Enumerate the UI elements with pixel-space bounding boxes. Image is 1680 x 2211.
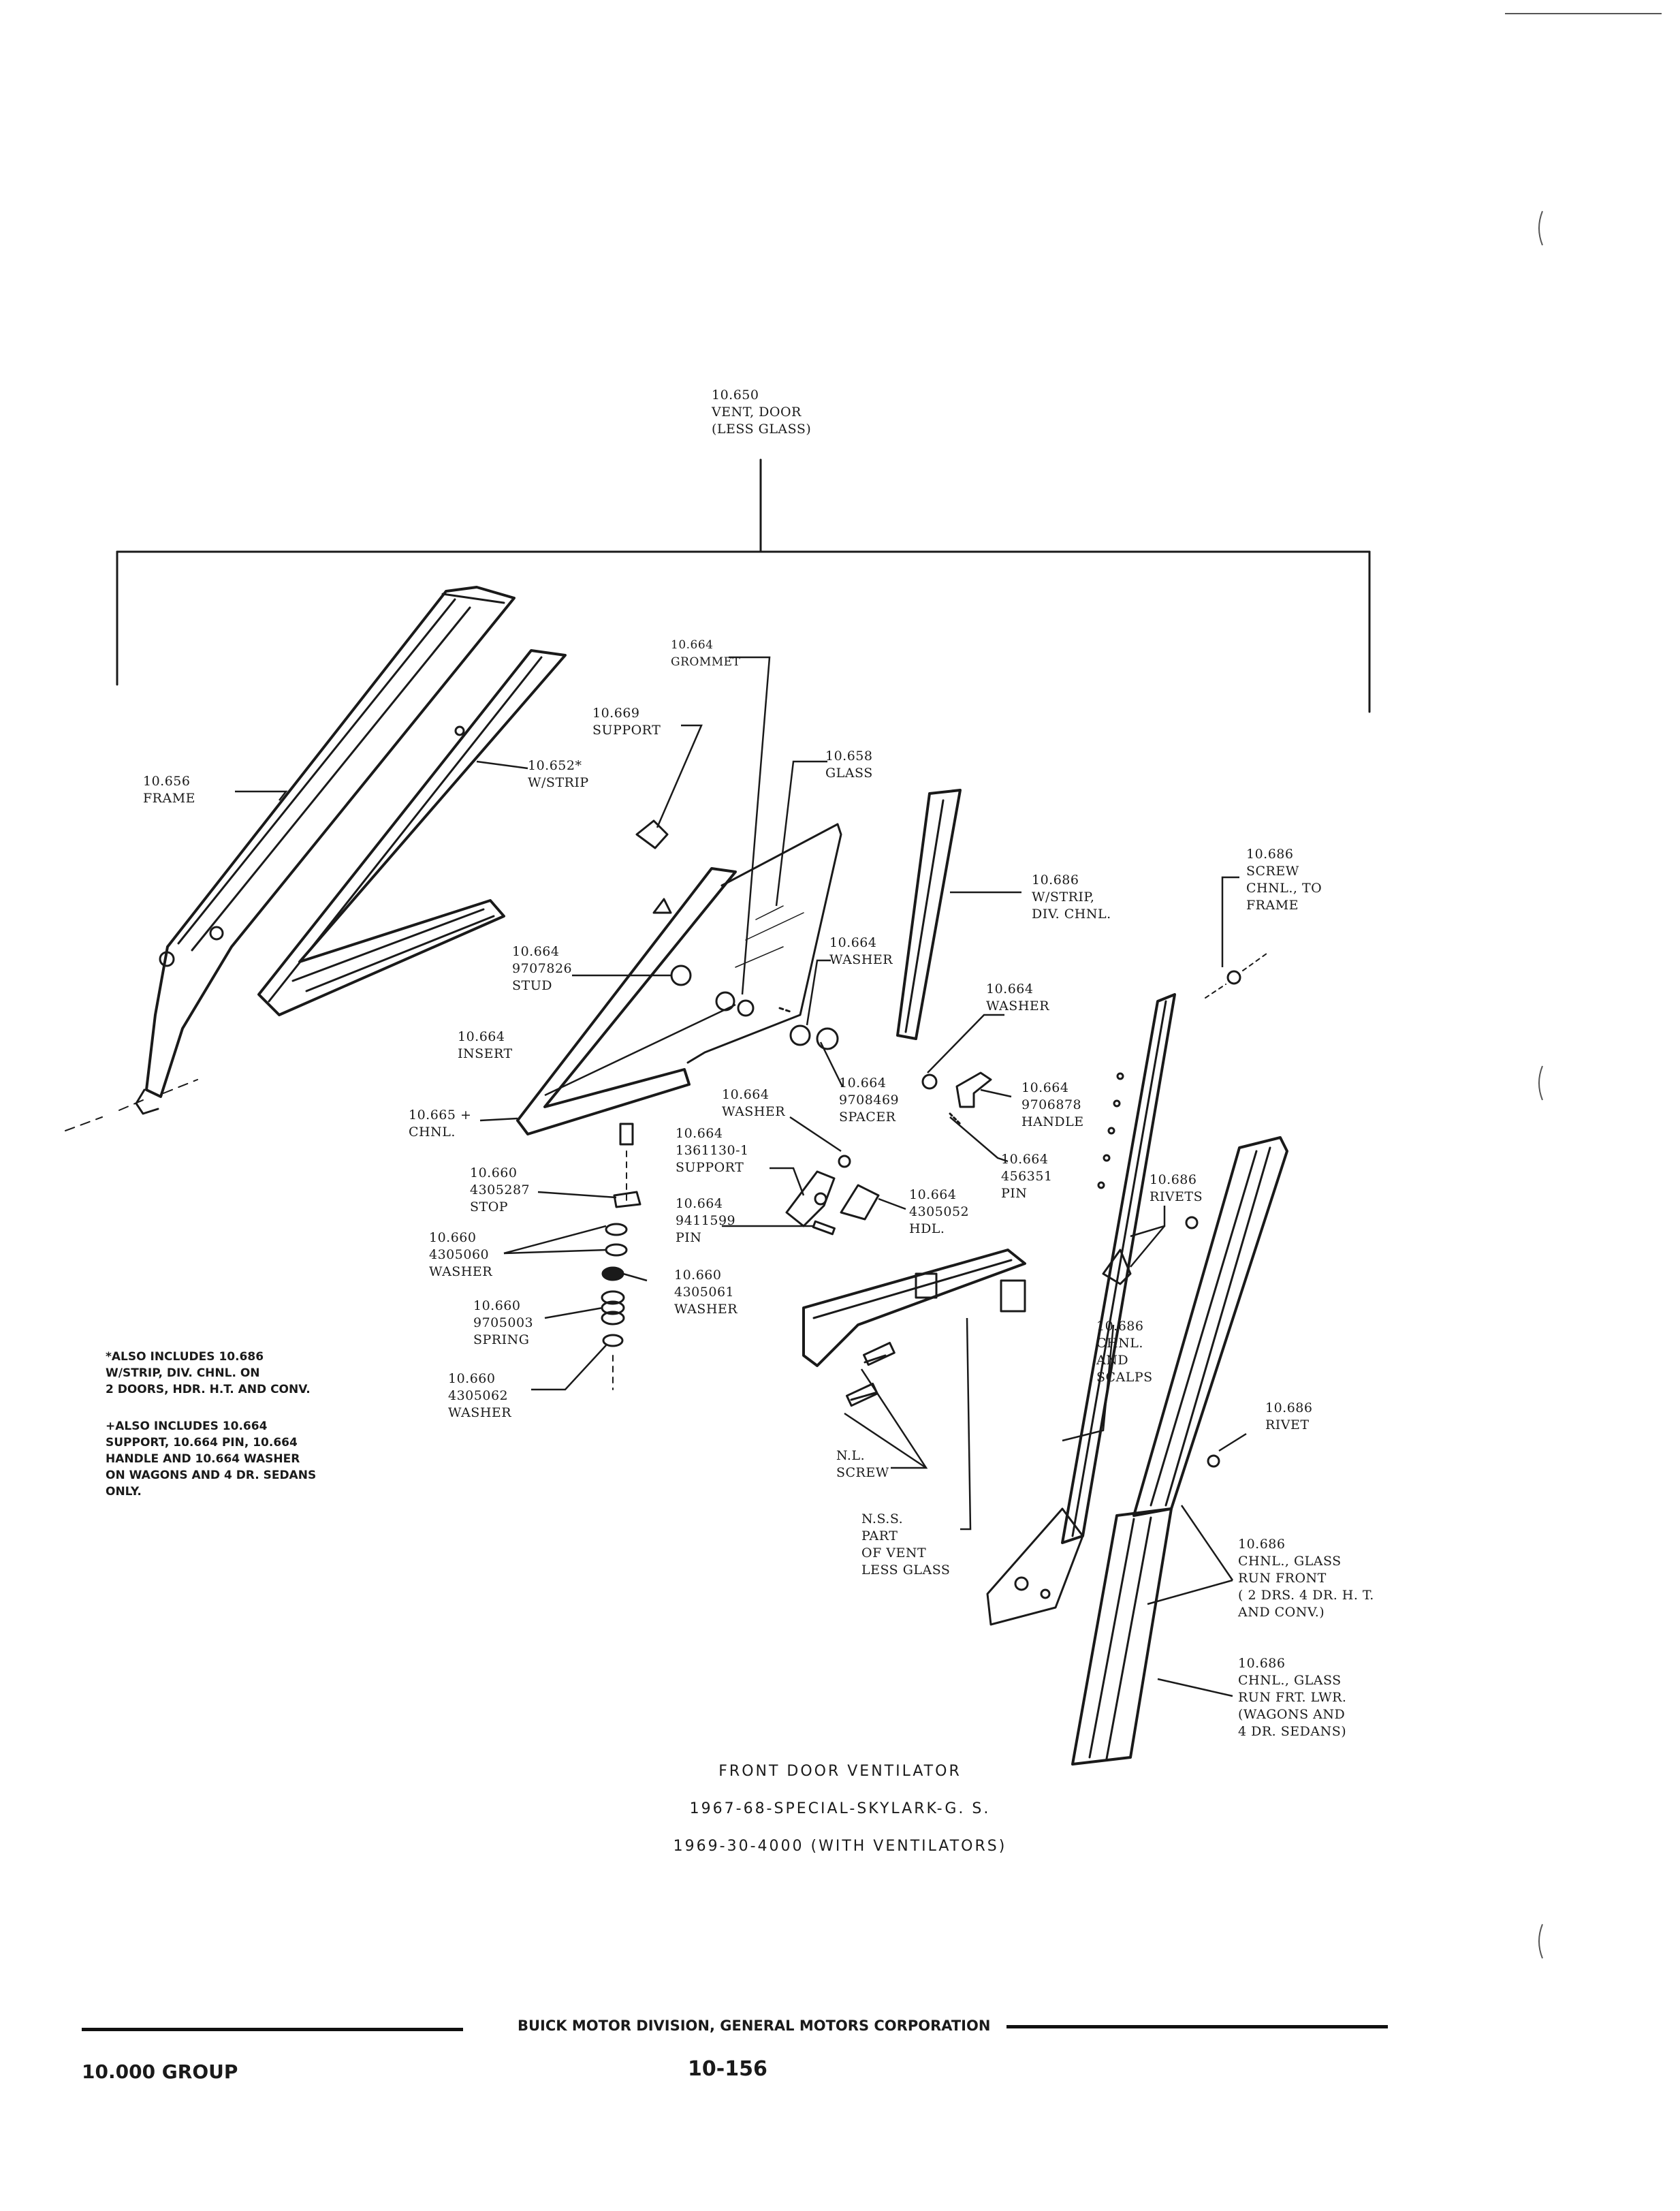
footer-rule-right [1007,2025,1388,2028]
callout-wstrip-652: 10.652*W/STRIP [528,758,589,790]
callout-nl-screw: N.L.SCREW [836,1448,889,1480]
leader-lines [235,656,1247,1697]
footer-page-number: 10-156 [688,2057,767,2081]
handle-part [921,1071,992,1125]
stud-washer-spacer [670,965,839,1050]
support-clip-part [635,819,669,849]
division-channel-assembly [802,993,1176,1626]
vent-glass-and-channel [516,823,842,1206]
callout-channel-665: 10.665 +CHNL. [409,1108,472,1140]
assembly-bracket [116,458,1371,713]
glass-run-channels [1071,1136,1288,1766]
support-handle-cluster [785,1155,880,1236]
weatherstrip-part [257,649,567,1016]
footer-rule-left [82,2028,463,2031]
figure-subtitle-2: 1969-30-4000 (WITH VENTILATORS) [673,1838,1007,1855]
footer-company: BUICK MOTOR DIVISION, GENERAL MOTORS COR… [518,2018,991,2034]
vent-frame-part [65,586,516,1131]
margin-marks [1505,13,1662,1959]
screw-part [1205,953,1267,999]
div-channel-weatherstrip [896,789,962,1040]
figure-title: FRONT DOOR VENTILATOR [718,1763,962,1780]
stop-spring-washers-stack [601,1191,641,1390]
figure-subtitle-1: 1967-68-SPECIAL-SKYLARK-G. S. [689,1800,991,1817]
footer-group: 10.000 GROUP [82,2060,238,2083]
